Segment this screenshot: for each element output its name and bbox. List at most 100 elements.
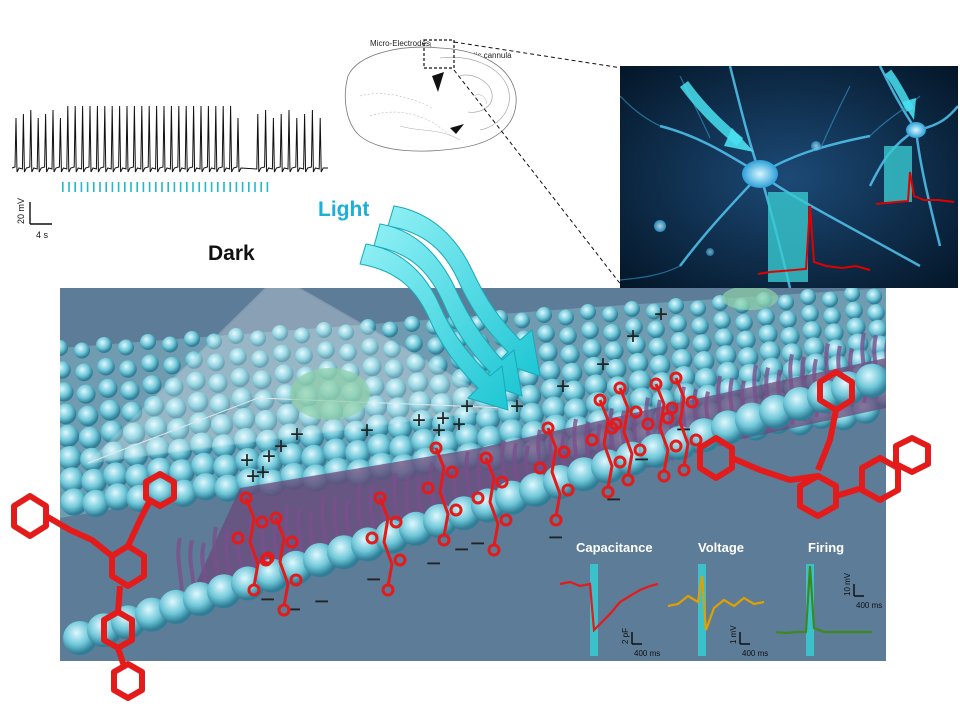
lipid-head	[538, 342, 558, 362]
lipid-head	[103, 462, 129, 488]
lipid-head	[144, 416, 168, 439]
lipid-head	[229, 348, 247, 366]
lipid-head	[60, 382, 74, 402]
light-pulse-mark	[124, 182, 126, 192]
inset-title: Firing	[808, 540, 844, 555]
lipid-head	[316, 322, 332, 338]
inset-scale-x: 400 ms	[856, 601, 882, 610]
lipid-head	[410, 410, 434, 434]
lipid-head	[430, 393, 454, 416]
light-pulse-mark	[241, 182, 244, 192]
lipid-head	[540, 378, 564, 401]
lipid-head	[143, 395, 165, 417]
lipid-head	[230, 368, 250, 388]
embedded-molecule	[261, 511, 303, 617]
lipid-head	[361, 338, 379, 356]
lipid-head	[75, 363, 93, 382]
lipid-head	[295, 347, 313, 365]
lipid-head	[169, 459, 195, 485]
lipid-head	[429, 374, 451, 396]
lipid-head	[716, 361, 740, 385]
lipid-head	[626, 335, 646, 355]
lipid-head	[428, 355, 448, 375]
lipid-head	[279, 443, 305, 469]
lipid-head	[539, 360, 561, 382]
light-label: Light	[318, 198, 370, 221]
lipid-head	[542, 396, 566, 421]
lipid-head	[782, 359, 806, 382]
minus-charge: −	[470, 528, 485, 558]
lipid-head	[364, 395, 388, 418]
lipid-head	[60, 467, 85, 493]
dark-region	[85, 288, 511, 465]
lipid-head	[432, 411, 456, 436]
plus-charge: +	[246, 463, 260, 490]
lipid-head	[454, 405, 478, 430]
light-arrow-3	[359, 243, 509, 411]
lipid-head	[232, 408, 256, 431]
lipid-head	[646, 303, 662, 320]
target-nucleus	[432, 72, 444, 92]
lipid-head	[366, 414, 390, 439]
lipid-head	[627, 352, 649, 374]
light-stimulus-bar	[590, 564, 598, 656]
lipid-head	[317, 341, 335, 359]
lipid-head	[628, 370, 652, 393]
lipid-head	[322, 419, 346, 443]
lipid-head	[737, 347, 759, 368]
lipid-head	[191, 452, 217, 479]
lipid-head	[407, 372, 429, 394]
light-pulse-mark	[229, 182, 231, 192]
lipid-head	[537, 324, 555, 343]
lipid-head	[823, 307, 841, 326]
embedded-molecule	[661, 371, 703, 477]
lipid-head	[274, 364, 294, 384]
embedded-molecule	[365, 491, 407, 597]
light-pulse-mark	[130, 182, 132, 192]
lipid-head	[294, 327, 310, 344]
inset-title: Capacitance	[576, 540, 653, 555]
lipid-head	[276, 403, 300, 427]
lipid-head	[74, 342, 90, 359]
lipid-head	[757, 308, 775, 326]
lipid-head	[382, 321, 398, 338]
lipid-head	[214, 474, 242, 502]
light-arrow-2	[373, 223, 523, 397]
lipid-head	[559, 327, 577, 345]
lipid-head	[562, 380, 586, 403]
lipid-head	[81, 468, 107, 495]
lipid-head	[580, 304, 596, 320]
lipid-head	[867, 304, 885, 322]
lipid-head	[581, 321, 599, 340]
electrodes-label: Micro-Electrodes	[370, 39, 430, 48]
plus-charge: +	[274, 433, 288, 460]
lipid-head	[163, 356, 181, 375]
focus-box	[423, 39, 455, 69]
lipid-head	[736, 330, 756, 350]
lipid-head	[845, 301, 863, 320]
minus-charge: −	[548, 522, 563, 552]
lipid-head	[104, 483, 132, 511]
light-pulse-mark	[117, 182, 120, 192]
lipid-head	[404, 316, 420, 332]
lipid-head	[714, 328, 734, 348]
lipid-head	[118, 339, 134, 356]
lipid-head	[605, 358, 627, 380]
light-pulse-mark	[223, 182, 225, 192]
lipid-head	[250, 330, 266, 347]
lipid-head	[824, 323, 844, 343]
lipid-head	[561, 362, 583, 384]
minus-charge: −	[260, 584, 275, 614]
lipid-head	[691, 317, 709, 335]
lipid-head	[868, 319, 886, 339]
inset-trace	[560, 580, 659, 633]
light-pulse-mark	[173, 182, 176, 192]
lipid-head	[715, 345, 737, 366]
lipid-head	[583, 356, 605, 378]
lipid-head	[362, 357, 382, 377]
lipid-head	[669, 315, 687, 333]
embedded-molecule	[231, 491, 273, 597]
lipid-head	[235, 448, 261, 474]
